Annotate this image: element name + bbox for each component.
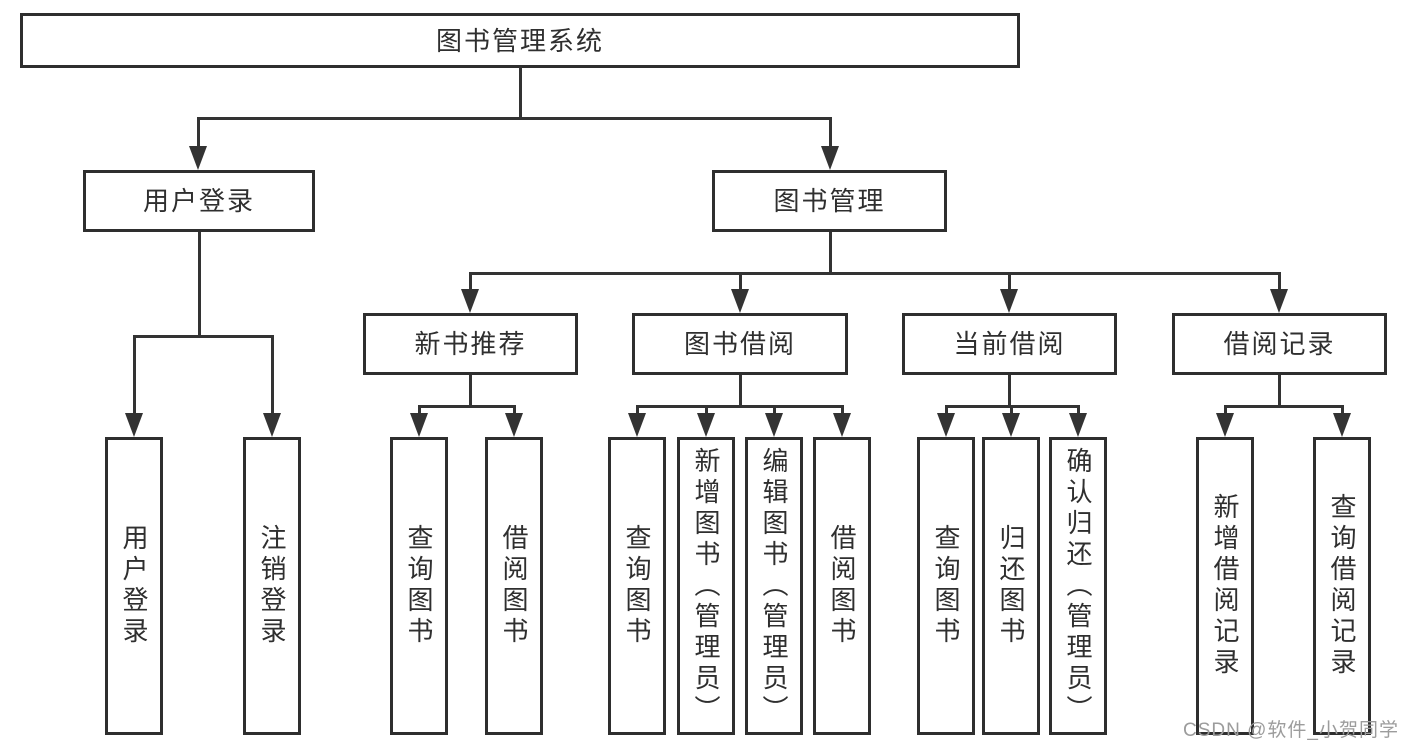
arrowhead-down-icon bbox=[410, 413, 428, 437]
connector-line bbox=[271, 335, 274, 418]
node-label: 用户登录 bbox=[142, 186, 255, 216]
arrowhead-down-icon bbox=[125, 413, 143, 437]
node-user-login: 用户登录 bbox=[83, 170, 315, 232]
watermark: CSDN @软件_小贺同学 bbox=[1183, 720, 1399, 741]
leaf-query-books-recommend: 查询图书 bbox=[390, 437, 448, 735]
connector-line bbox=[418, 405, 516, 408]
leaf-label: 注销登录 bbox=[257, 524, 287, 648]
leaf-label: 确认归还（管理员） bbox=[1063, 446, 1093, 726]
connector-line bbox=[1278, 272, 1281, 294]
leaf-label: 新增图书（管理员） bbox=[691, 446, 721, 726]
connector-line bbox=[705, 405, 708, 418]
connector-line bbox=[841, 405, 844, 418]
node-label: 借阅记录 bbox=[1223, 329, 1336, 359]
connector-line bbox=[829, 117, 832, 150]
node-new-book-recommendation: 新书推荐 bbox=[363, 313, 578, 375]
leaf-label: 查询图书 bbox=[622, 524, 652, 648]
leaf-label: 归还图书 bbox=[996, 524, 1026, 648]
arrowhead-down-icon bbox=[821, 146, 839, 170]
leaf-logout: 注销登录 bbox=[243, 437, 301, 735]
leaf-label: 用户登录 bbox=[119, 524, 149, 648]
node-label: 图书管理 bbox=[773, 186, 886, 216]
connector-line bbox=[773, 405, 776, 418]
leaf-label: 编辑图书（管理员） bbox=[759, 446, 789, 726]
connector-line bbox=[133, 335, 274, 338]
arrowhead-down-icon bbox=[833, 413, 851, 437]
connector-line bbox=[197, 117, 832, 120]
leaf-user-login: 用户登录 bbox=[105, 437, 163, 735]
connector-line bbox=[197, 117, 200, 150]
leaf-return-book: 归还图书 bbox=[982, 437, 1040, 735]
node-library-management-system: 图书管理系统 bbox=[20, 13, 1020, 68]
leaf-label: 新增借阅记录 bbox=[1210, 493, 1240, 679]
connector-line bbox=[1077, 405, 1080, 418]
node-label: 图书管理系统 bbox=[435, 25, 604, 56]
connector-line bbox=[418, 405, 421, 418]
arrowhead-down-icon bbox=[263, 413, 281, 437]
connector-line bbox=[469, 272, 1281, 275]
arrowhead-down-icon bbox=[697, 413, 715, 437]
arrowhead-down-icon bbox=[1000, 289, 1018, 313]
connector-line bbox=[469, 272, 472, 294]
node-book-management: 图书管理 bbox=[712, 170, 947, 232]
leaf-label: 查询图书 bbox=[931, 524, 961, 648]
connector-line bbox=[1008, 375, 1011, 405]
arrowhead-down-icon bbox=[765, 413, 783, 437]
connector-line bbox=[1341, 405, 1344, 418]
connector-line bbox=[519, 67, 522, 117]
connector-line bbox=[1008, 272, 1011, 294]
connector-line bbox=[636, 405, 844, 408]
connector-line bbox=[133, 335, 136, 418]
arrowhead-down-icon bbox=[189, 146, 207, 170]
connector-line bbox=[636, 405, 639, 418]
arrowhead-down-icon bbox=[731, 289, 749, 313]
node-book-borrowing: 图书借阅 bbox=[632, 313, 848, 375]
connector-line bbox=[829, 232, 832, 272]
connector-line bbox=[739, 272, 742, 294]
leaf-query-books-borrowing: 查询图书 bbox=[608, 437, 666, 735]
node-label: 当前借阅 bbox=[953, 329, 1066, 359]
node-current-borrowing: 当前借阅 bbox=[902, 313, 1117, 375]
connector-line bbox=[198, 232, 201, 335]
arrowhead-down-icon bbox=[937, 413, 955, 437]
connector-line bbox=[469, 375, 472, 405]
arrowhead-down-icon bbox=[1333, 413, 1351, 437]
arrowhead-down-icon bbox=[1270, 289, 1288, 313]
arrowhead-down-icon bbox=[1002, 413, 1020, 437]
node-label: 图书借阅 bbox=[683, 329, 796, 359]
leaf-label: 借阅图书 bbox=[499, 524, 529, 648]
leaf-confirm-return-admin: 确认归还（管理员） bbox=[1049, 437, 1107, 735]
connector-line bbox=[1278, 375, 1281, 405]
connector-line bbox=[739, 375, 742, 405]
leaf-query-books-current: 查询图书 bbox=[917, 437, 975, 735]
leaf-label: 借阅图书 bbox=[827, 524, 857, 648]
arrowhead-down-icon bbox=[1216, 413, 1234, 437]
node-borrowing-records: 借阅记录 bbox=[1172, 313, 1387, 375]
leaf-query-borrow-record: 查询借阅记录 bbox=[1313, 437, 1371, 735]
arrowhead-down-icon bbox=[505, 413, 523, 437]
connector-line bbox=[1010, 405, 1013, 418]
arrowhead-down-icon bbox=[461, 289, 479, 313]
leaf-borrow-books-borrowing: 借阅图书 bbox=[813, 437, 871, 735]
node-label: 新书推荐 bbox=[414, 329, 527, 359]
connector-line bbox=[1224, 405, 1227, 418]
connector-line bbox=[513, 405, 516, 418]
leaf-edit-book-admin: 编辑图书（管理员） bbox=[745, 437, 803, 735]
leaf-add-book-admin: 新增图书（管理员） bbox=[677, 437, 735, 735]
arrowhead-down-icon bbox=[1069, 413, 1087, 437]
connector-line bbox=[945, 405, 948, 418]
leaf-add-borrow-record: 新增借阅记录 bbox=[1196, 437, 1254, 735]
connector-line bbox=[1224, 405, 1344, 408]
leaf-label: 查询借阅记录 bbox=[1327, 493, 1357, 679]
leaf-borrow-books-recommend: 借阅图书 bbox=[485, 437, 543, 735]
arrowhead-down-icon bbox=[628, 413, 646, 437]
leaf-label: 查询图书 bbox=[404, 524, 434, 648]
